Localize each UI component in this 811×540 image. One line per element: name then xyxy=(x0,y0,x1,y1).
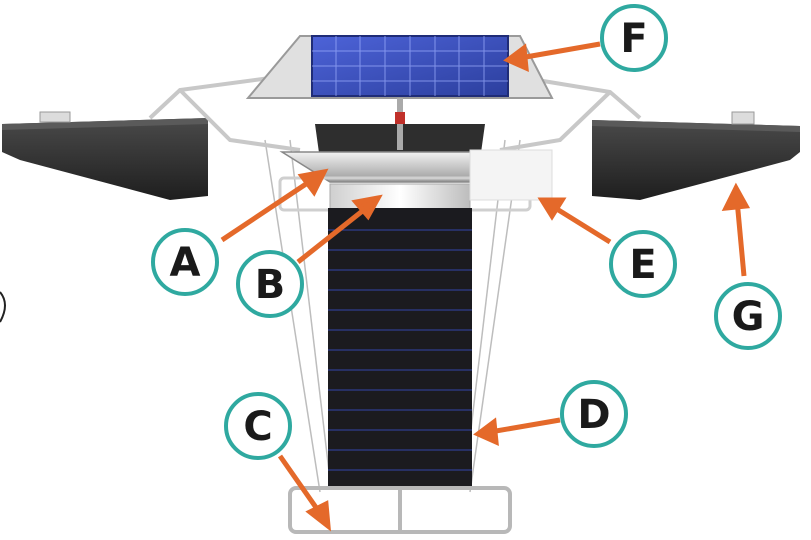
callout-b-label: B xyxy=(255,262,286,308)
support-arms xyxy=(148,76,642,152)
left-float xyxy=(2,111,208,200)
callout-arrows xyxy=(220,41,751,532)
callout-a: A xyxy=(151,228,219,296)
callout-c: C xyxy=(224,392,292,460)
callout-d: D xyxy=(560,380,628,448)
edge-fragment xyxy=(0,291,6,323)
arrow-e xyxy=(537,197,612,245)
curtain xyxy=(328,208,472,486)
collar xyxy=(329,183,471,211)
electronics-box xyxy=(469,149,553,201)
solar-panel xyxy=(245,35,554,150)
callout-f-label: F xyxy=(620,16,647,62)
arrow-b xyxy=(296,194,383,264)
callout-d-label: D xyxy=(577,392,610,438)
callout-g-label: G xyxy=(732,294,765,340)
callout-a-label: A xyxy=(170,240,201,286)
callout-e-label: E xyxy=(629,242,656,288)
callouts: A B C D E F G xyxy=(151,4,782,460)
callout-e: E xyxy=(609,230,677,298)
arrow-a xyxy=(220,168,329,243)
right-float xyxy=(592,111,800,200)
arrow-c xyxy=(277,454,332,532)
arrow-f xyxy=(503,41,601,73)
ballast-frame xyxy=(288,486,512,534)
callout-f: F xyxy=(600,4,668,72)
callout-c-label: C xyxy=(243,404,272,450)
arrow-d xyxy=(473,417,561,447)
callout-b: B xyxy=(236,250,304,318)
callout-g: G xyxy=(714,282,782,350)
arrow-g xyxy=(721,182,751,277)
